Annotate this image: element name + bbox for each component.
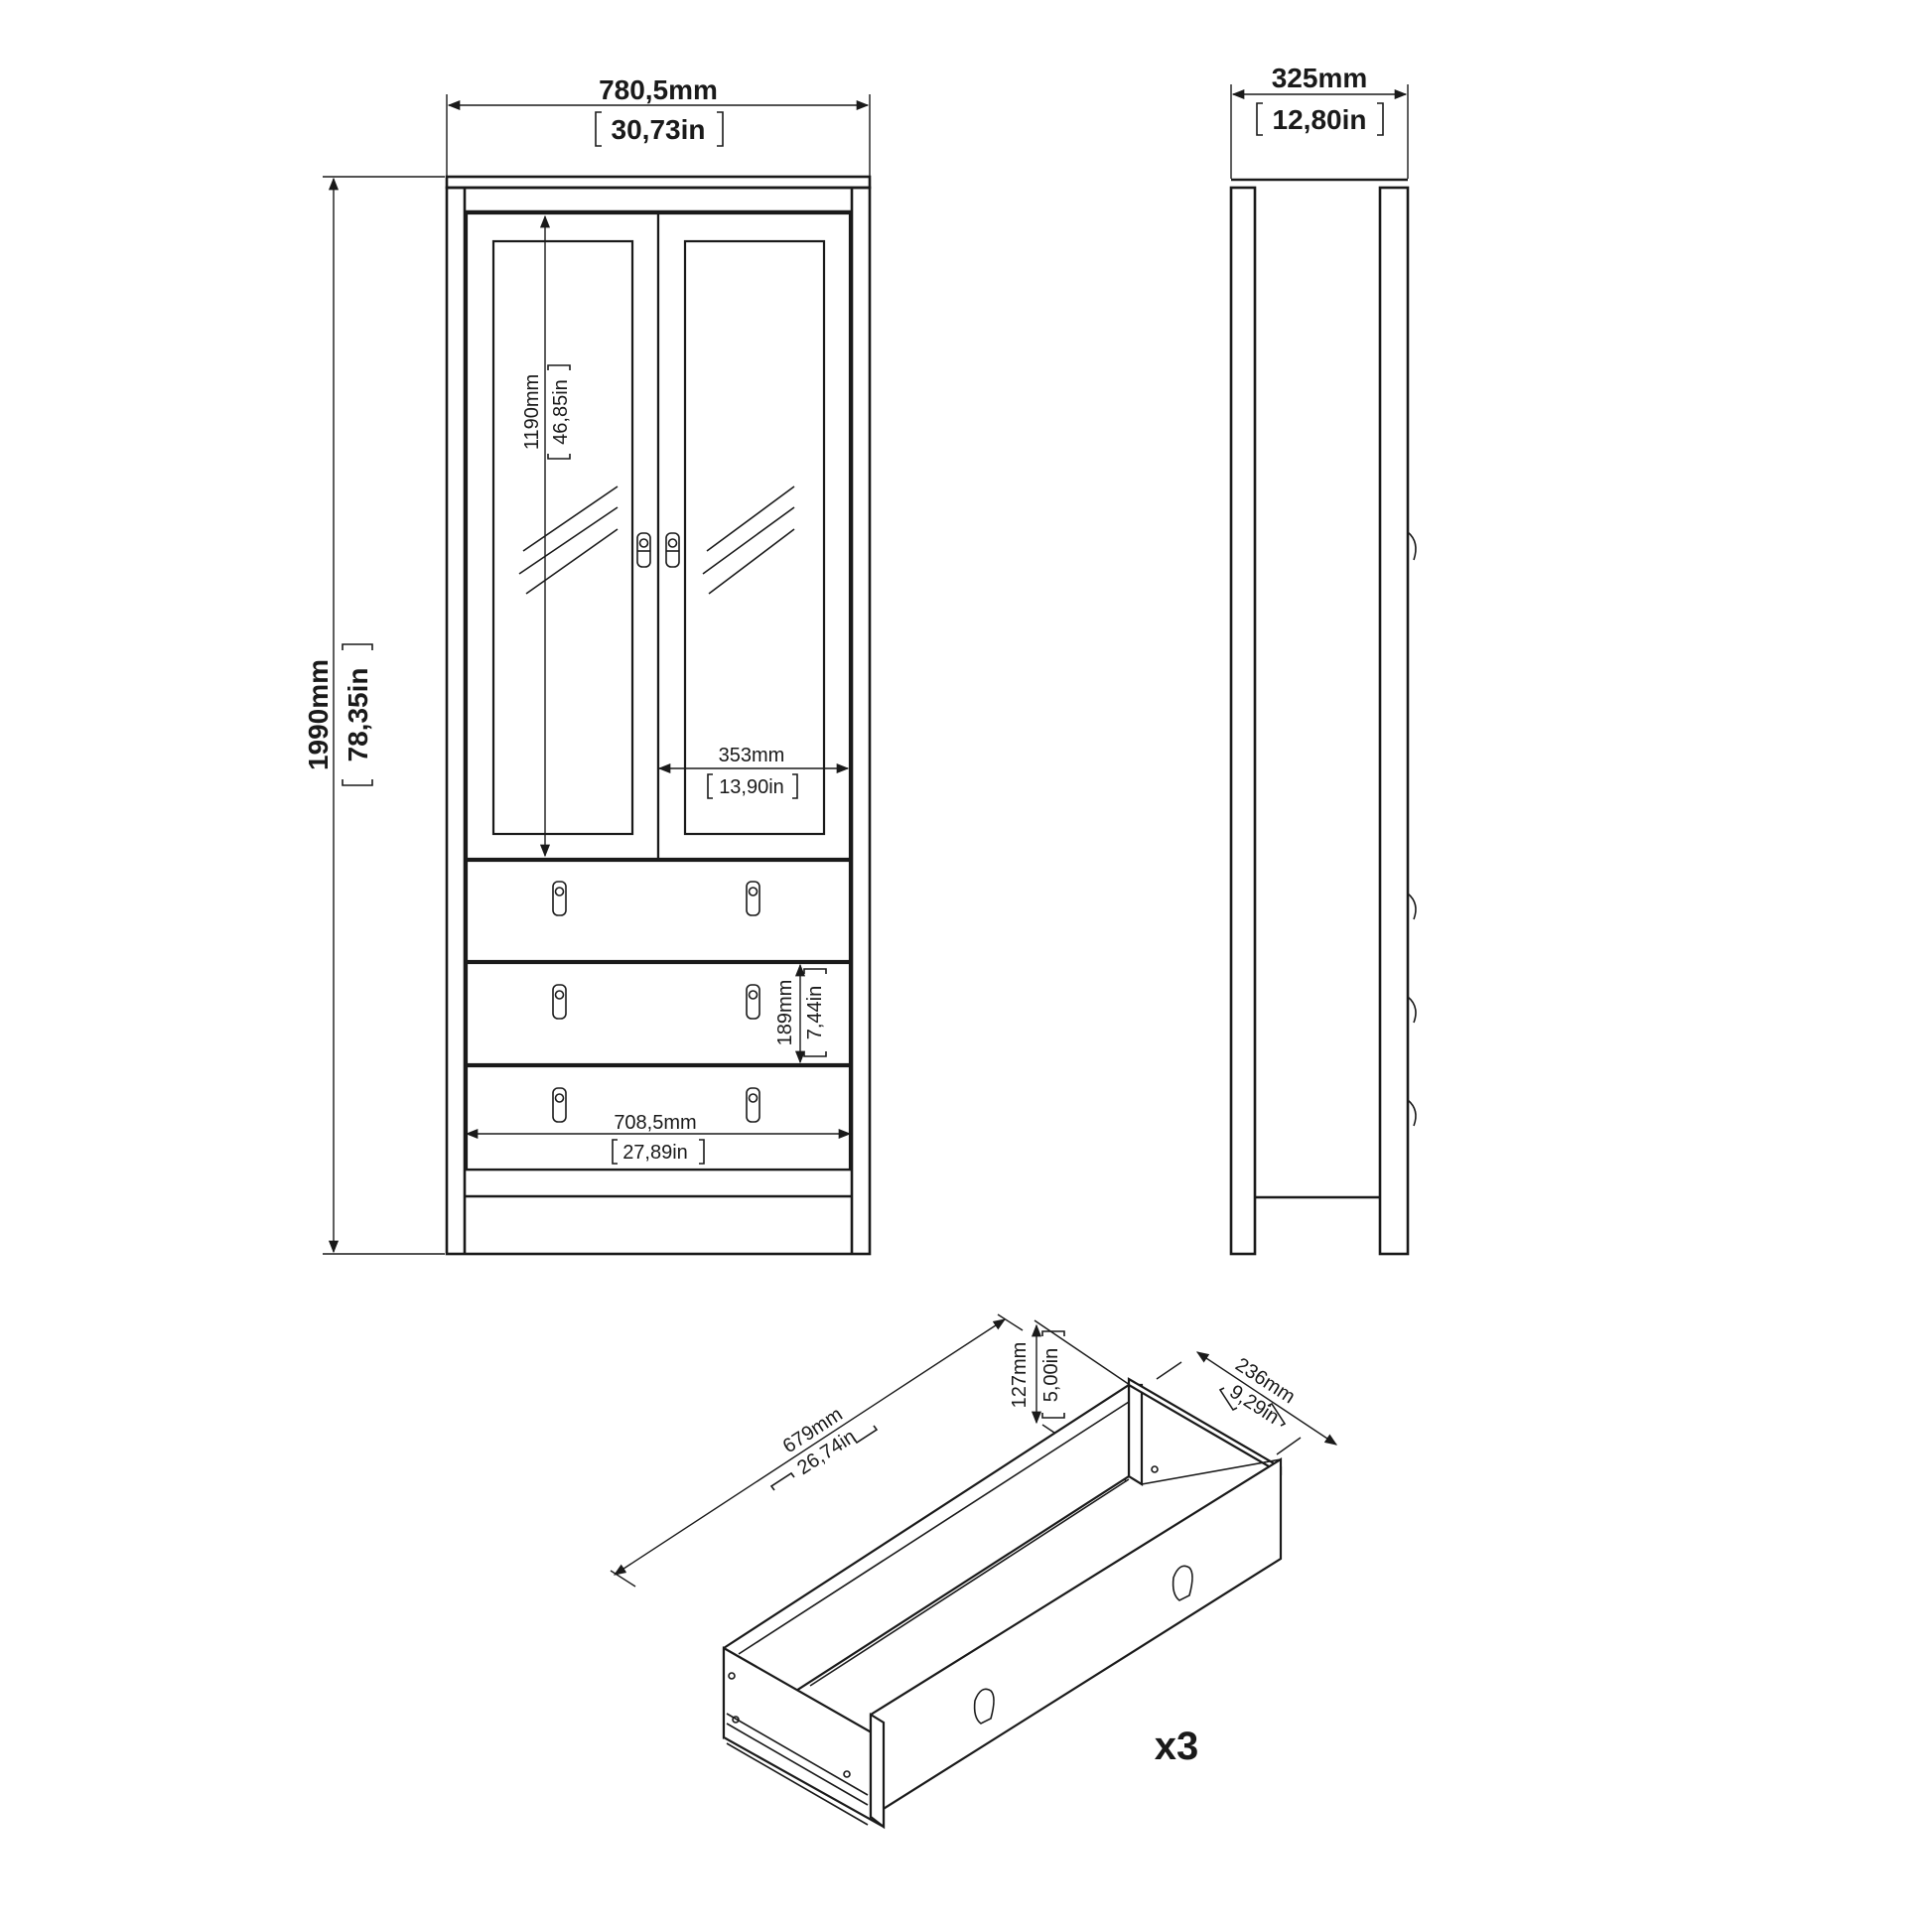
door-handle-icon	[636, 532, 680, 568]
drawer-front-2	[465, 961, 852, 1066]
right-door-glass	[683, 239, 826, 836]
drawer-height-in-label: 7,44in	[804, 986, 826, 1040]
depth-in-label: 12,80in	[1273, 104, 1367, 135]
inner-width-in-label: 27,89in	[622, 1142, 688, 1164]
door-width-mm-label: 353mm	[719, 745, 785, 766]
depth-mm-label: 325mm	[1272, 63, 1368, 93]
left-door-glass	[491, 239, 634, 836]
glass-height-mm-label: 1190mm	[521, 374, 543, 450]
side-back-panel	[1229, 186, 1257, 1256]
glass-height-in-label: 46,85in	[550, 379, 572, 445]
inner-width-mm-label: 708,5mm	[614, 1112, 696, 1134]
side-view: 325mm 12,80in	[1229, 63, 1417, 1256]
drawer-front-1	[465, 859, 852, 963]
door-width-in-label: 13,90in	[719, 776, 784, 798]
drawer-depth-dimension-line	[1195, 1351, 1338, 1446]
height-mm-label: 1990mm	[303, 659, 334, 770]
cabinet-body	[445, 186, 872, 1256]
width-mm-label: 780,5mm	[599, 74, 718, 105]
glass-reflection-icon	[518, 485, 795, 595]
drawer-handle-icon	[552, 881, 760, 1123]
drawer-front-3	[465, 1064, 852, 1172]
drawer-box-height-mm-label: 127mm	[1009, 1342, 1031, 1409]
drawer-length-dimension-line	[613, 1318, 1007, 1576]
drawer-box-height-in-label: 5,00in	[1040, 1348, 1062, 1403]
height-in-label: 78,35in	[343, 668, 373, 762]
drawer-back-panel	[1127, 1383, 1144, 1486]
drawer-pull-icon	[973, 1565, 1193, 1725]
drawer-front-edge	[869, 1713, 886, 1830]
drawer-height-mm-label: 189mm	[774, 980, 796, 1046]
width-in-label: 30,73in	[612, 114, 706, 145]
quantity-label: x3	[1155, 1725, 1199, 1768]
front-view: 780,5mm 30,73in 1990mm 78,35in	[303, 74, 872, 1256]
drawer-view: 679mm 26,74in 127mm 5,00in 236mm 9,29in	[610, 1313, 1338, 1830]
side-front-panel	[1378, 186, 1410, 1256]
side-handle-icon	[1407, 531, 1417, 1127]
cabinet-top	[445, 175, 872, 190]
